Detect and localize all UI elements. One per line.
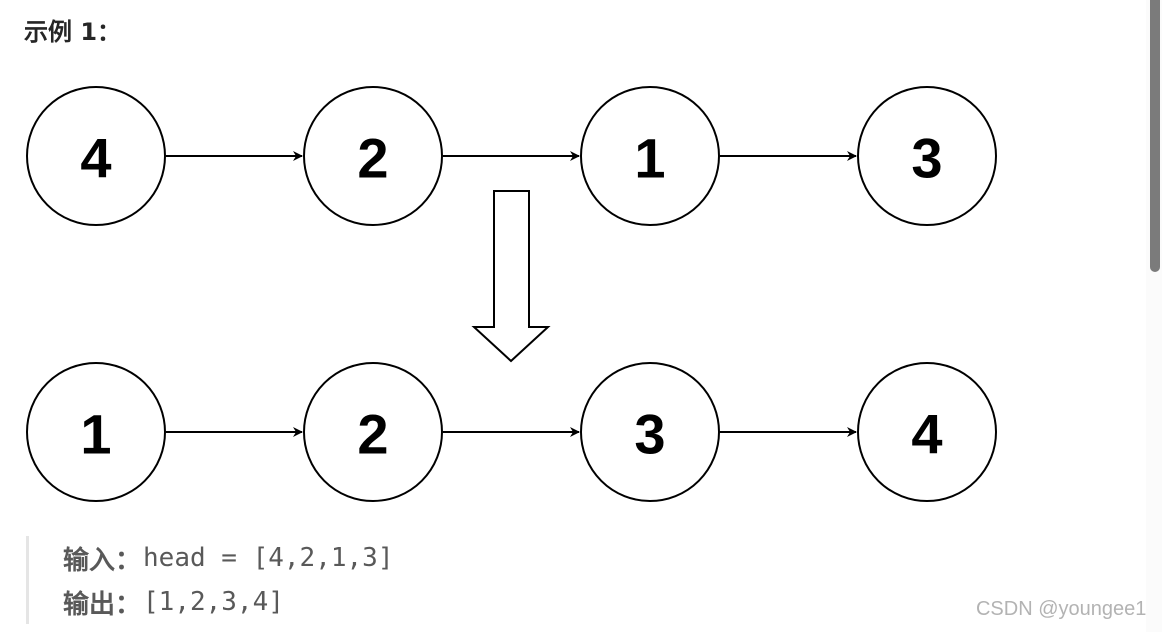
input-label: 输入： [63, 545, 142, 576]
after-node-4-label: 4 [911, 403, 942, 466]
before-node-4-label: 3 [911, 127, 942, 190]
scrollbar-thumb[interactable] [1150, 0, 1160, 272]
before-list: 4 2 1 3 [26, 86, 997, 226]
before-node-2: 2 [303, 86, 443, 226]
output-line: 输出： [1,2,3,4] [63, 580, 393, 624]
after-node-2: 2 [303, 362, 443, 502]
after-node-1-label: 1 [80, 403, 111, 466]
input-line: 输入： head = [4,2,1,3] [63, 536, 393, 580]
before-node-2-label: 2 [357, 127, 388, 190]
before-node-4: 3 [857, 86, 997, 226]
example-io-block: 输入： head = [4,2,1,3] 输出： [1,2,3,4] [26, 536, 393, 624]
before-node-3-label: 1 [634, 127, 665, 190]
after-node-1: 1 [26, 362, 166, 502]
example-title: 示例 1： [24, 18, 122, 46]
after-node-3: 3 [580, 362, 720, 502]
after-node-3-label: 3 [634, 403, 665, 466]
output-value: [1,2,3,4] [143, 587, 284, 617]
before-node-1-label: 4 [80, 127, 111, 190]
after-node-2-label: 2 [357, 403, 388, 466]
input-value: head = [4,2,1,3] [143, 543, 394, 573]
csdn-watermark: CSDN @youngee11 [975, 598, 1156, 620]
vertical-scrollbar[interactable] [1146, 0, 1162, 632]
before-node-1: 4 [26, 86, 166, 226]
transform-down-arrow [471, 190, 551, 363]
output-label: 输出： [63, 589, 142, 620]
after-node-4: 4 [857, 362, 997, 502]
before-node-3: 1 [580, 86, 720, 226]
after-list: 1 2 3 4 [26, 362, 997, 502]
